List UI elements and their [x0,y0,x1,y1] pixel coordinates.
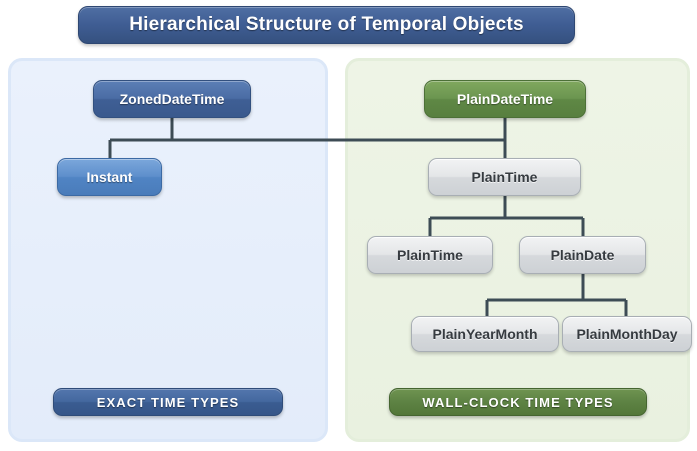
legend-exact-time-types-label: EXACT TIME TYPES [96,394,240,410]
node-zoneddatetime-label: ZonedDateTime [119,91,225,107]
node-instant-label: Instant [86,169,133,185]
legend-wall-clock-time-types: WALL-CLOCK TIME TYPES [389,388,647,416]
legend-wall-clock-time-types-label: WALL-CLOCK TIME TYPES [422,394,614,410]
node-plainyearmonth[interactable]: PlainYearMonth [411,316,559,352]
node-zoneddatetime[interactable]: ZonedDateTime [93,80,251,118]
node-instant[interactable]: Instant [57,158,162,196]
legend-exact-time-types: EXACT TIME TYPES [53,388,283,416]
node-plaintime-secondary-label: PlainTime [397,247,463,263]
diagram-title: Hierarchical Structure of Temporal Objec… [78,6,575,44]
node-plaindatetime[interactable]: PlainDateTime [424,80,586,118]
node-plaintime-primary[interactable]: PlainTime [428,158,581,196]
node-plaintime-primary-label: PlainTime [471,169,538,185]
node-plainmonthday-label: PlainMonthDay [576,326,678,342]
panel-exact-time-types [8,58,328,442]
node-plaindatetime-label: PlainDateTime [456,91,554,107]
node-plainyearmonth-label: PlainYearMonth [432,326,538,342]
diagram-title-text: Hierarchical Structure of Temporal Objec… [129,14,524,35]
node-plainmonthday[interactable]: PlainMonthDay [562,316,692,352]
node-plaintime-secondary[interactable]: PlainTime [367,236,493,274]
node-plaindate[interactable]: PlainDate [519,236,646,274]
node-plaindate-label: PlainDate [550,247,615,263]
